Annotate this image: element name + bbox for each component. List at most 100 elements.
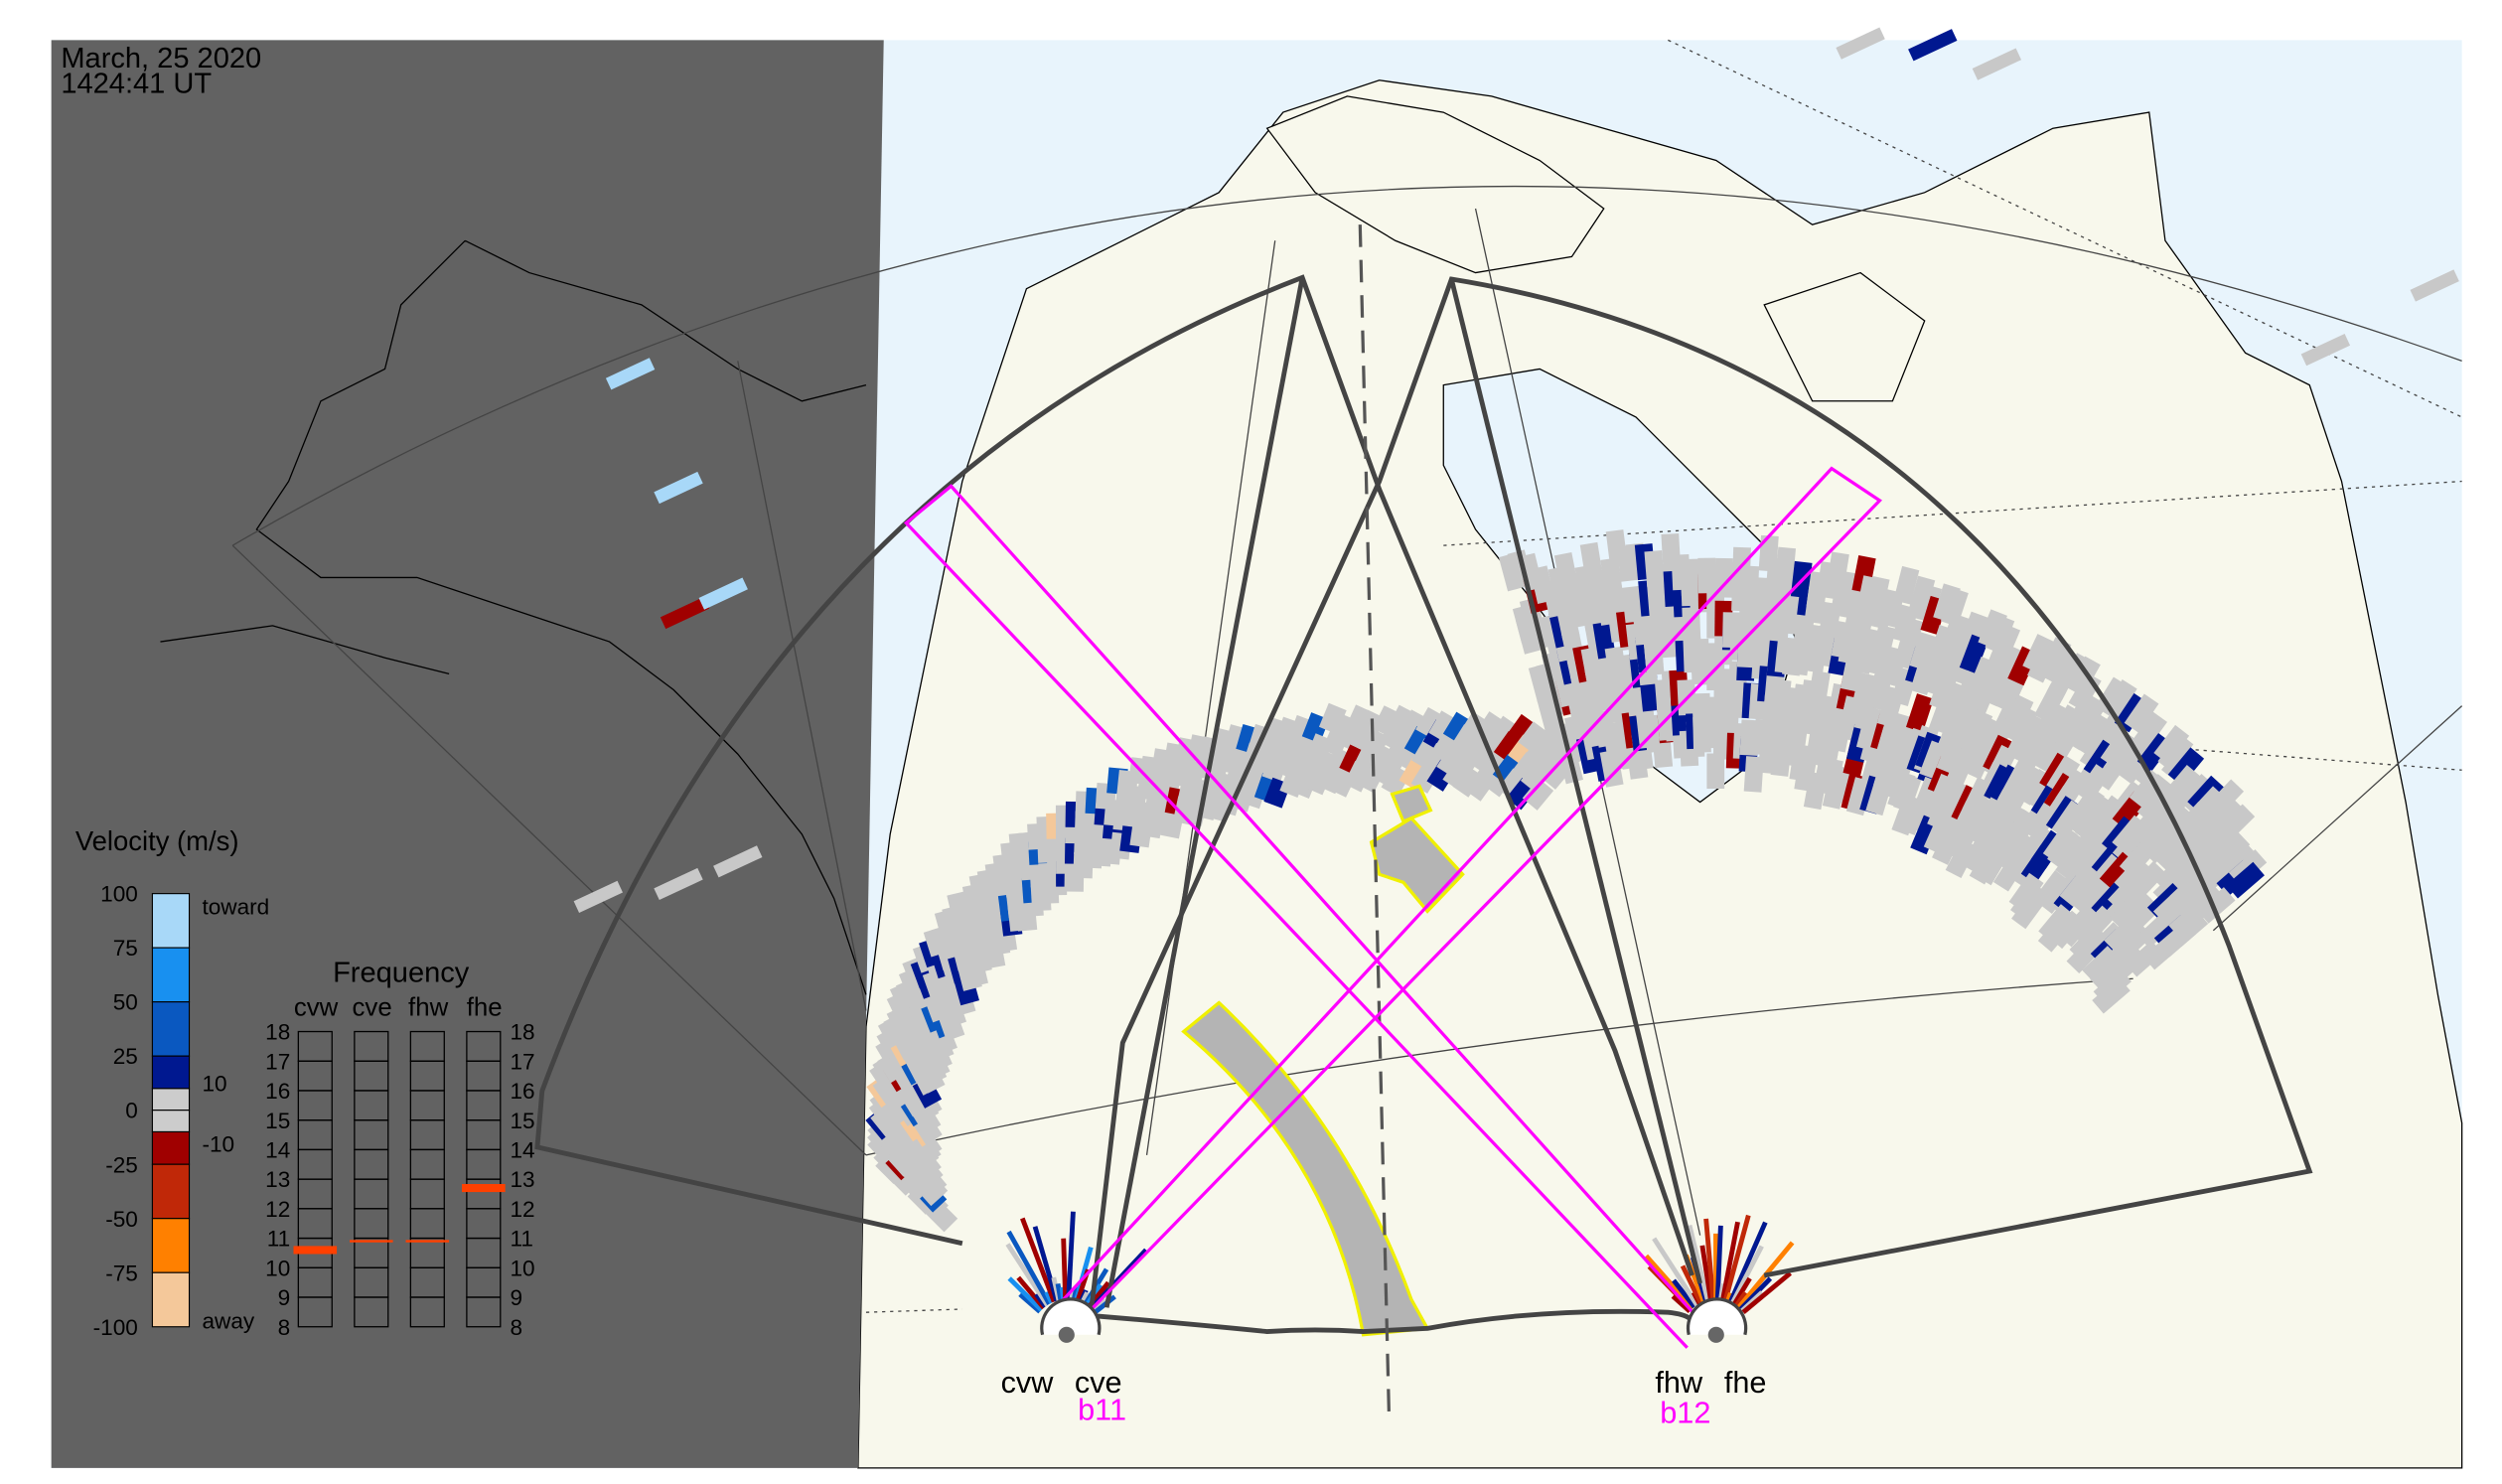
velocity-tick-label: -50 [105,1207,138,1232]
site-label-cve: cve [1075,1365,1122,1400]
land-mass [857,79,2463,1469]
colorbar-segment [151,1271,191,1328]
scatter-cell [2300,334,2351,367]
frequency-tick-right: 18 [510,1020,534,1045]
scatter-cell [1940,587,1969,627]
velocity-legend-title: Velocity (m/s) [75,825,239,856]
near-range-cell [1738,1276,1773,1311]
scatter-cell [698,577,748,610]
near-range-cell [1680,1264,1703,1304]
scatter-cell [1893,773,1922,814]
near-range-cell [1722,1214,1751,1302]
velocity-tick-label: -75 [105,1261,138,1285]
scatter-cell [1908,29,1958,62]
away-label: away [202,1308,254,1333]
frequency-tick-left: 16 [265,1079,290,1104]
scatter-cell [1373,705,1401,737]
frequency-tick-left: 9 [278,1285,291,1310]
velocity-tick-label: 25 [113,1044,138,1069]
scatter-cell [2196,887,2236,924]
near-range-cell [1720,1221,1740,1301]
frequency-tick-left: 10 [265,1256,290,1280]
frequency-marker-fhe [462,1184,506,1193]
time-label: 1424:41 UT [61,69,212,100]
near-range-cell [1734,1290,1748,1308]
scatter-cell [1989,623,2021,664]
scatter-cell [1518,721,1549,754]
scatter-cells [573,27,2459,1315]
radar-site-cv [1040,1297,1102,1343]
colorbar-segment [151,1001,191,1057]
beam-lines [903,466,1882,1349]
scatter-cell [1600,557,1623,596]
near-range-cell [1016,1275,1046,1310]
frequency-marker-fhw [405,1240,450,1243]
colorbar-segment [151,1055,191,1090]
near-range-cell [1044,1290,1054,1304]
scatter-cell [2092,976,2131,1014]
scatter-cell [1959,634,1988,674]
near-range-cell [1727,1221,1768,1304]
near-range-cell [1699,1245,1713,1301]
frequency-cell [297,1296,333,1328]
frequency-tick-left: 11 [267,1227,290,1252]
near-range-cell [1061,1238,1069,1300]
scatter-cell [654,867,703,901]
scatter-cell [2217,804,2256,842]
scatter-cell [1422,742,1453,776]
frequency-radar-label: cve [353,993,392,1021]
scatter-cell [2410,269,2459,302]
scatter-cell [654,471,703,505]
near-range-cell [1644,1254,1695,1310]
frequency-tick-left: 13 [265,1167,290,1192]
near-range-cell [1006,1230,1052,1305]
velocity-tick-label: 50 [113,990,138,1015]
velocity-colorbar [151,893,191,1328]
near-range-cell [1018,1292,1042,1314]
velocity-tick-label: 0 [125,1099,138,1123]
scatter-cell [1488,715,1520,748]
highlight-region-arc [1181,1000,1430,1337]
radar-site-fh [1686,1297,1748,1343]
beam-b11 [1044,466,1882,1336]
scatter-cell [1959,611,1988,652]
velocity-tick-label: 75 [113,936,138,961]
frequency-tick-left: 17 [265,1049,290,1074]
velocity-tick-label: -100 [93,1315,138,1340]
toward-label: toward [202,895,269,920]
scatter-cell [1360,728,1390,761]
frequency-tick-right: 12 [510,1197,534,1222]
scatter-cell [1428,710,1459,743]
scatter-cell [2226,861,2265,899]
frequency-tick-right: 14 [510,1137,534,1162]
arctic-islands [1265,95,1926,402]
near-range-cell [1032,1226,1060,1302]
scatter-cell [573,880,623,913]
meridian-dashed [1358,224,1391,1412]
colorbar-segment [151,893,191,949]
frequency-cell [409,1296,445,1328]
scatter-cell [1436,745,1467,778]
frequency-radar-label: fhe [467,993,503,1021]
scatter-cell [1706,753,1725,789]
beam-label-b11: b11 [1078,1392,1126,1426]
site-label-fhw: fhw [1655,1365,1703,1400]
frequency-tick-right: 16 [510,1079,534,1104]
frequency-tick-right: 15 [510,1109,534,1133]
colorbar-segment [151,1130,191,1165]
colorbar-segment [151,1088,191,1112]
near-range-cell [1714,1225,1723,1300]
near-range-cell [1093,1294,1116,1315]
frequency-cell [354,1296,389,1328]
frequency-tick-right: 17 [510,1049,534,1074]
velocity-tick-label: -25 [105,1152,138,1177]
frequency-tick-right: 11 [510,1227,532,1252]
fields-of-view [534,274,2313,1334]
scatter-cell [1398,758,1429,791]
frequency-tick-left: 8 [278,1315,291,1340]
scatter-cell [1905,693,1934,733]
beam-label-b12: b12 [1660,1396,1710,1430]
site-label-cvw: cvw [1001,1365,1055,1400]
scatter-cell [1579,594,1604,633]
